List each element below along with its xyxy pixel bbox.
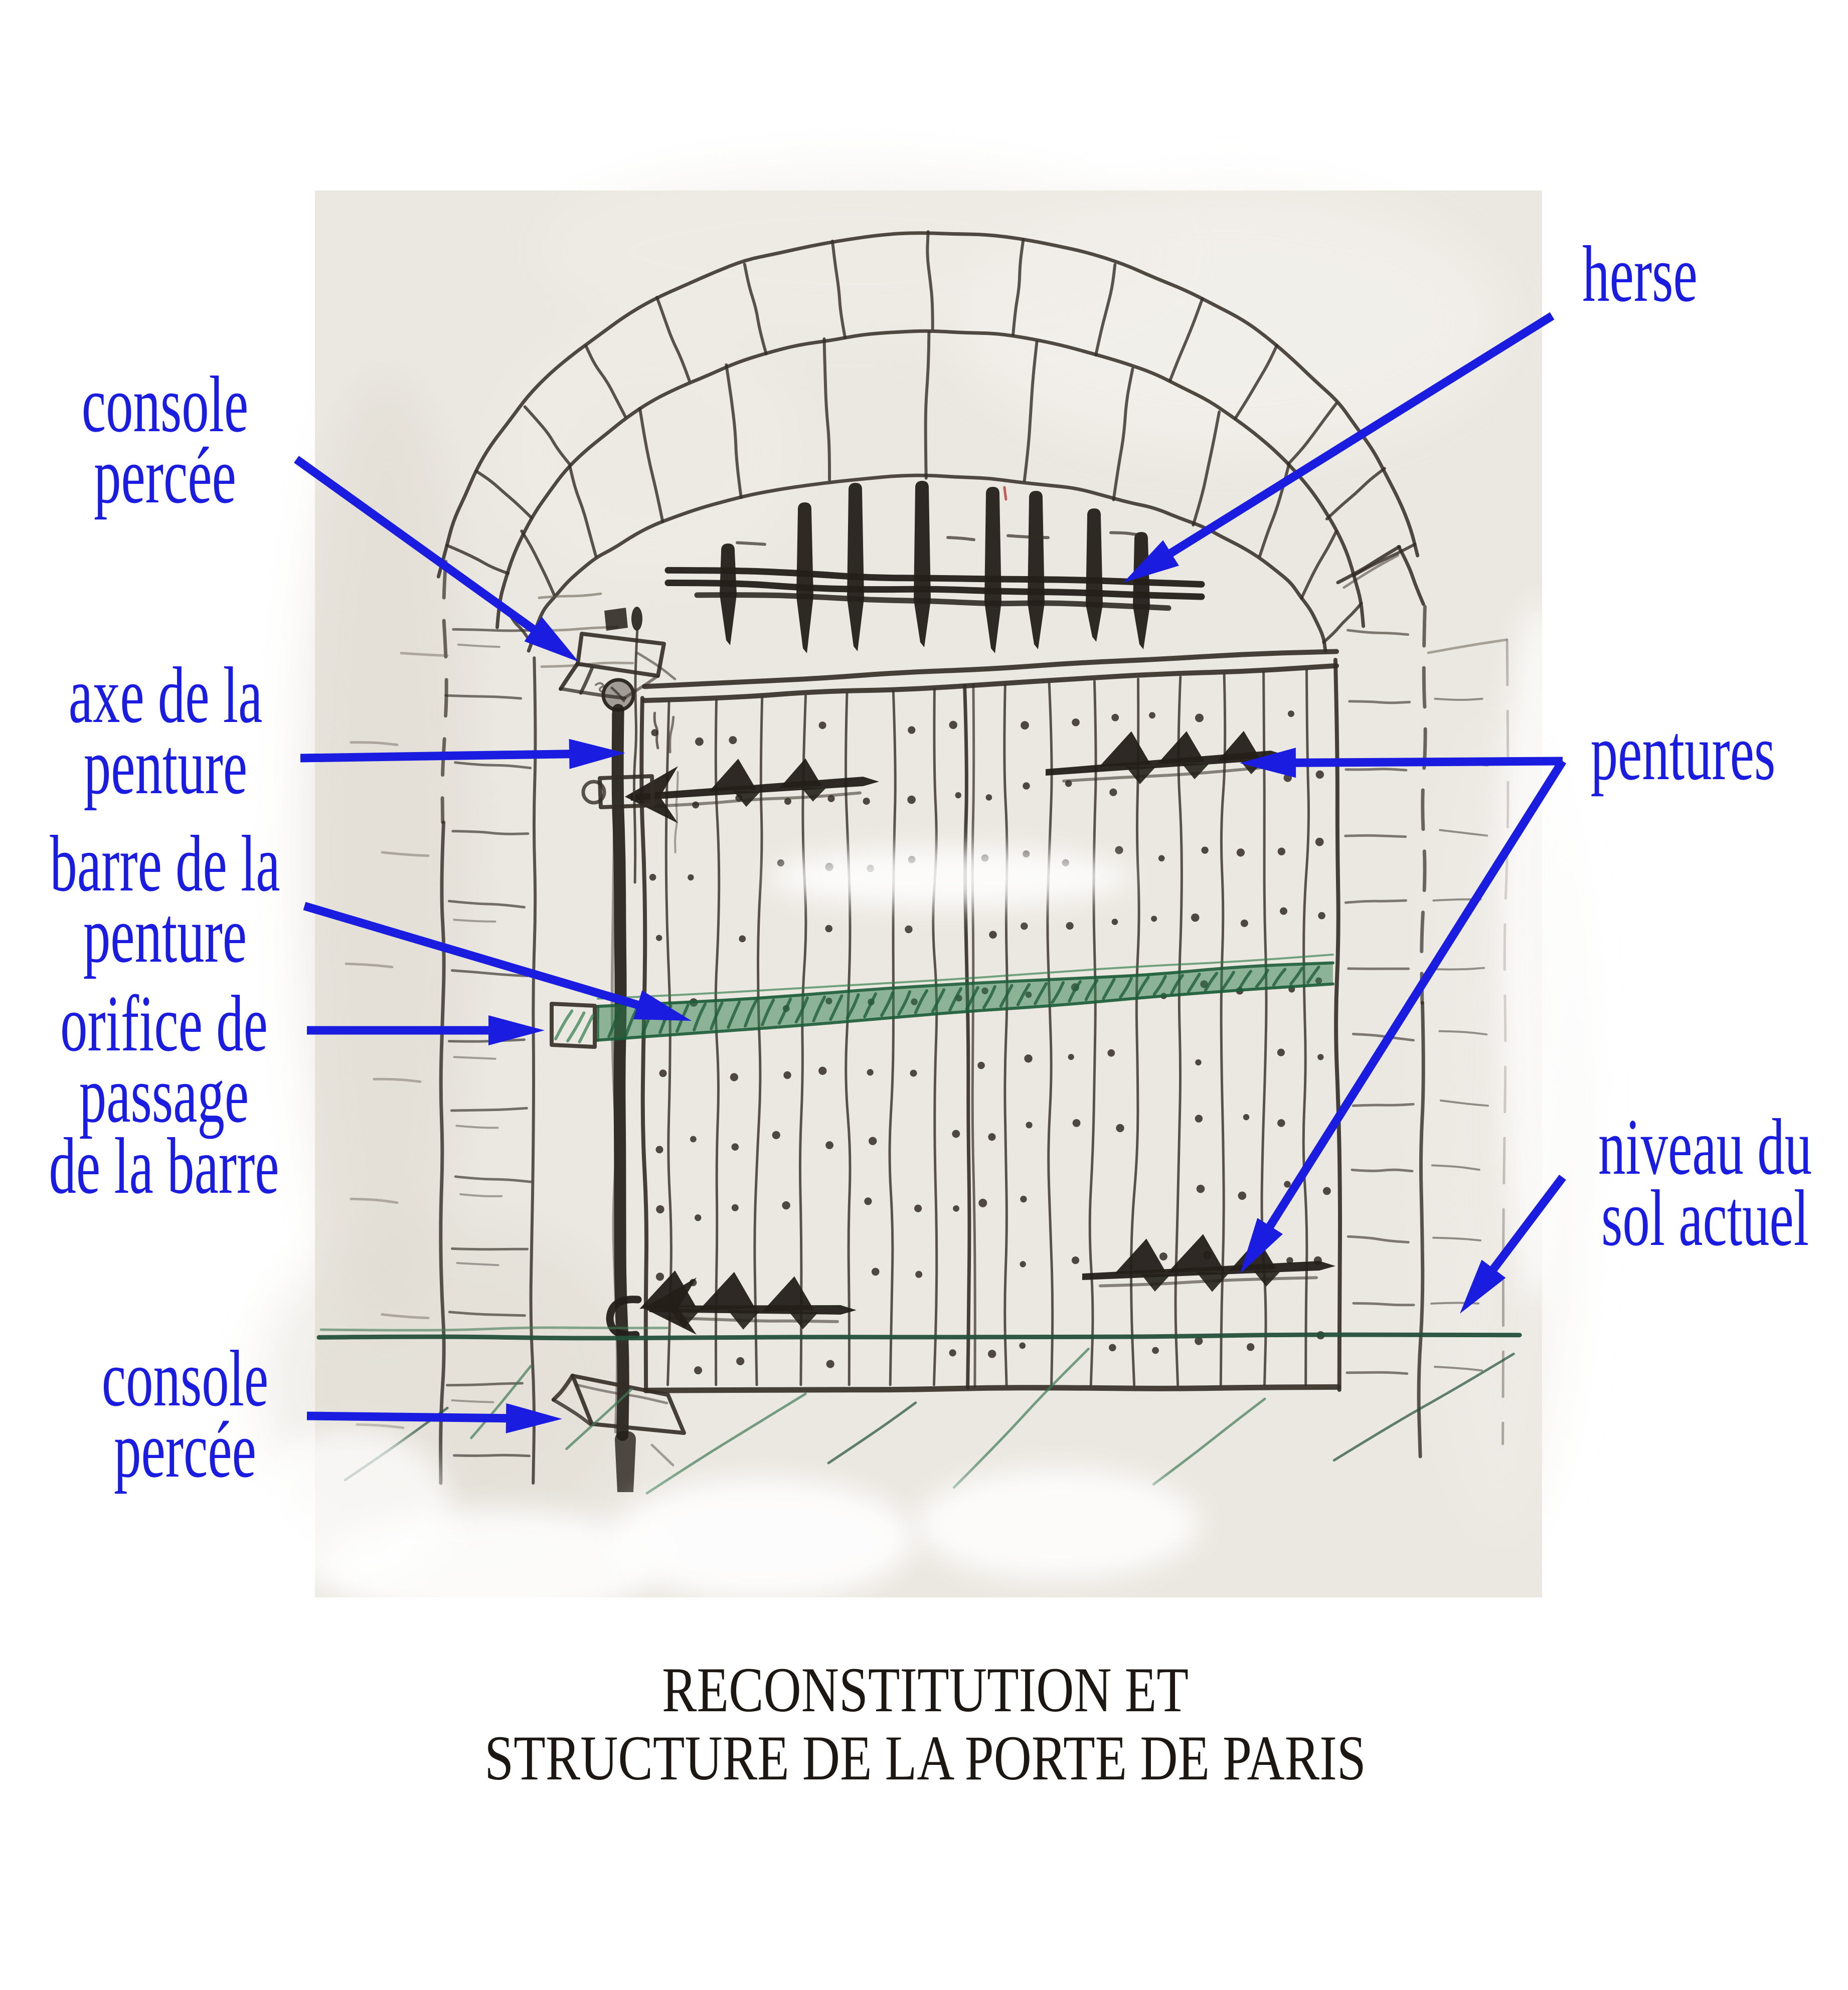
caption-title-line1: RECONSTITUTION ET [662, 1655, 1189, 1725]
label-line: percée [94, 431, 236, 520]
pivot-rod [581, 607, 677, 1441]
label-line: axe de la [68, 650, 263, 740]
label-line: niveau du [1598, 1102, 1812, 1191]
label-niveau-sol-actuel: niveau du sol actuel [1598, 1102, 1812, 1262]
stone-arch [436, 230, 1420, 668]
label-herse: herse [1582, 229, 1698, 318]
label-line: penture [83, 890, 247, 979]
label-line: pentures [1590, 707, 1776, 797]
label-pentures: pentures [1590, 707, 1776, 797]
label-line: penture [83, 721, 248, 811]
pierced-consoles [551, 632, 686, 1492]
label-line: herse [1582, 229, 1698, 318]
label-line: percée [114, 1405, 256, 1494]
left-wall [345, 560, 537, 1485]
portcullis [664, 481, 1205, 653]
label-line: console [101, 1334, 269, 1423]
green-bar-and-ground [316, 953, 1522, 1495]
label-console-percee-bottom: console percée [101, 1334, 269, 1494]
label-line: orifice de [60, 979, 268, 1068]
label-orifice-passage-barre: orifice de passage de la barre [49, 979, 279, 1210]
label-line: barre de la [50, 819, 280, 908]
annotation-arrows [294, 312, 1567, 1433]
caption-title-line2: STRUCTURE DE LA PORTE DE PARIS [484, 1723, 1366, 1793]
label-line: passage [79, 1050, 249, 1139]
label-line: de la barre [49, 1121, 279, 1210]
label-console-percee-top: console percée [81, 359, 249, 520]
label-line: console [81, 359, 249, 449]
caption-title: RECONSTITUTION ET STRUCTURE DE LA PORTE … [484, 1656, 1366, 1792]
label-line: sol actuel [1601, 1173, 1809, 1262]
label-barre-penture: barre de la penture [50, 819, 280, 979]
hinge-straps [625, 731, 1335, 1335]
label-axe-penture: axe de la penture [68, 650, 263, 811]
